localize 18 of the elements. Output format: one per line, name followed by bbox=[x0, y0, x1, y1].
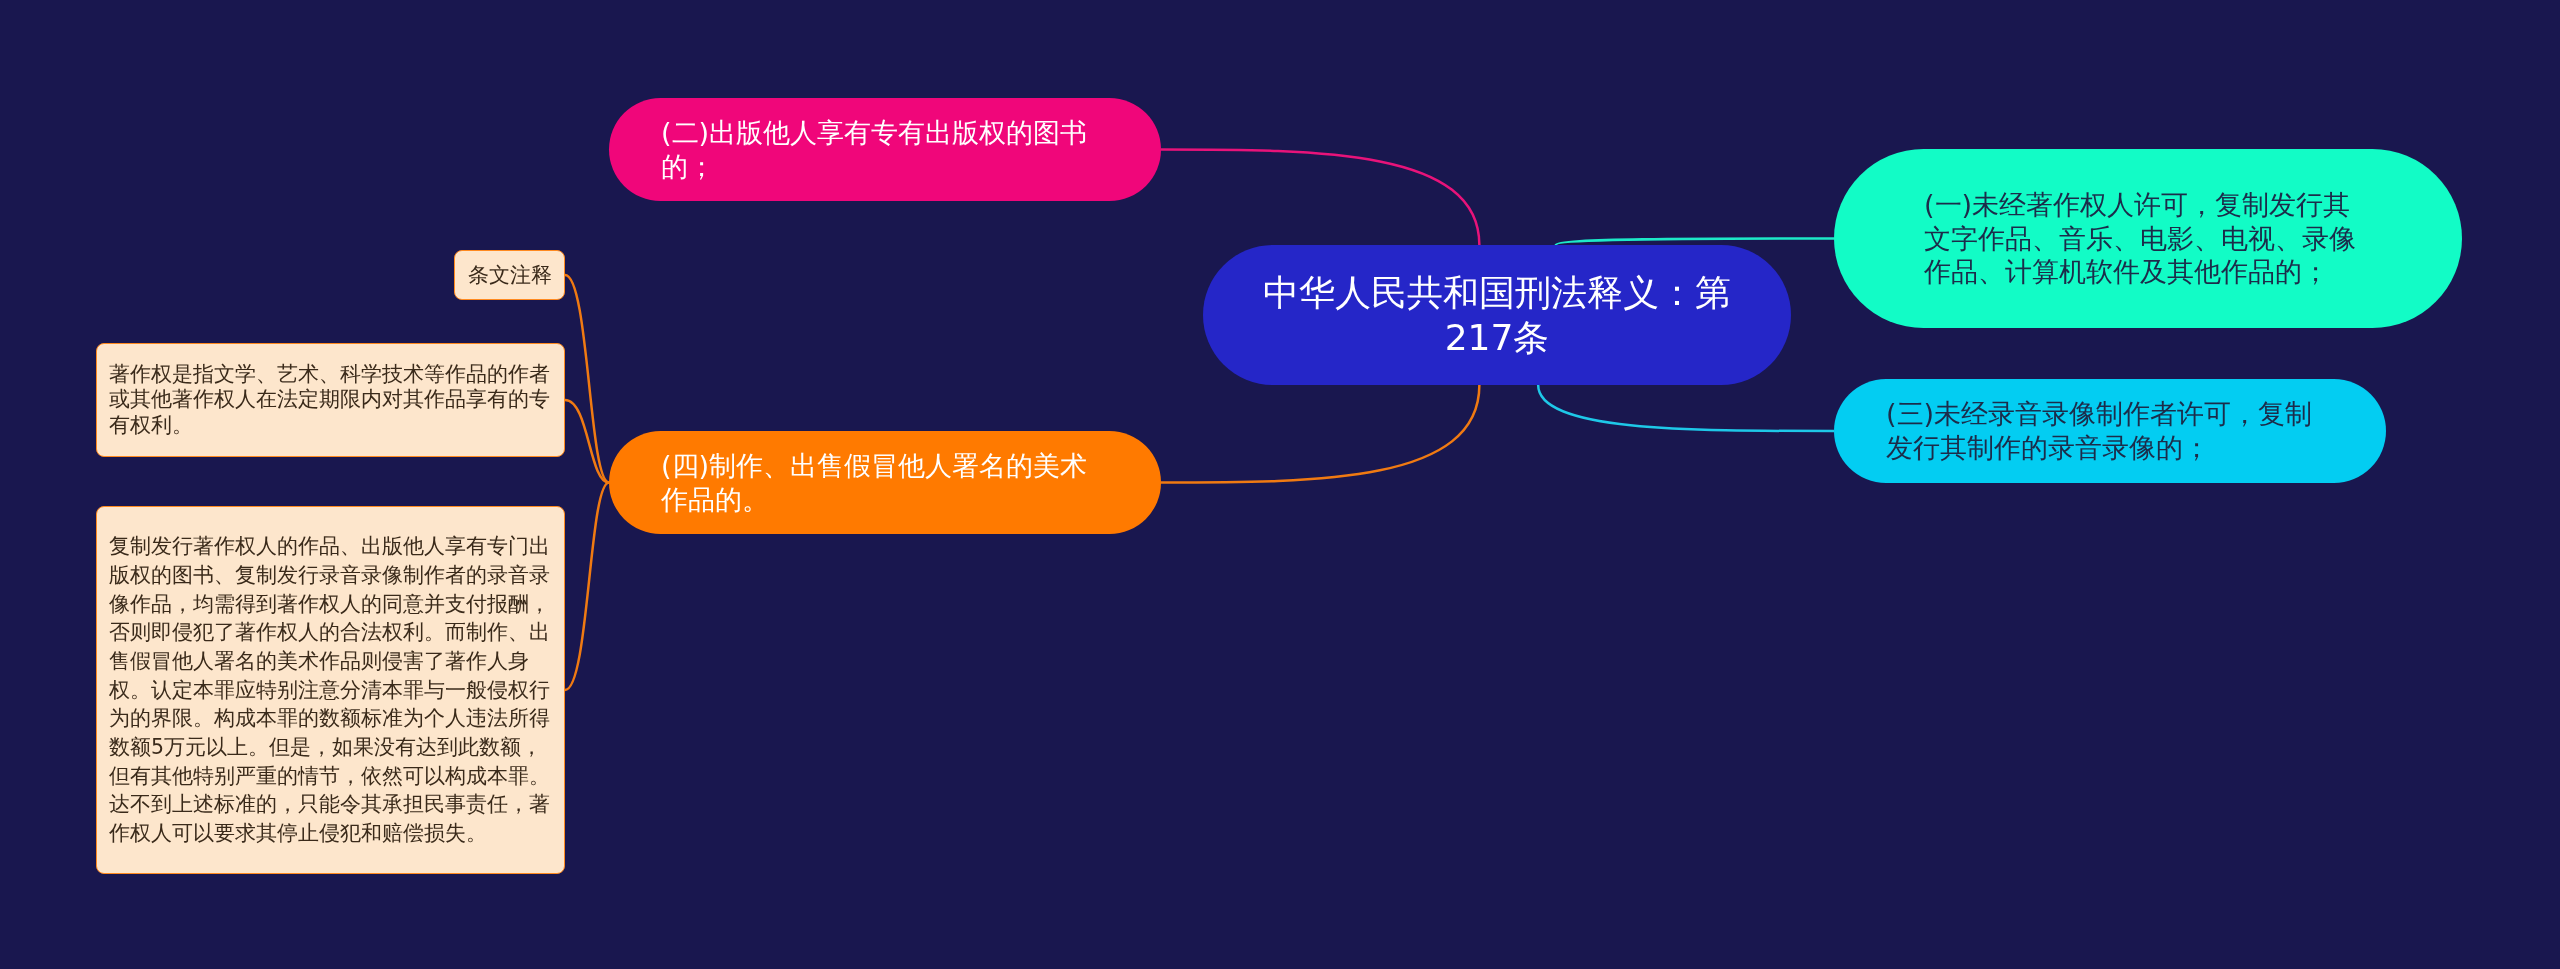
node-text: 复制发行著作权人的作品、出版他人享有专门出版权的图书、复制发行录音录像制作者的录音录像作品，均需得到著作权人的同意并支付报酬，否则即侵犯了著作权人的合法权利。而制作、出售假冒他人署名的美术作品则侵害了著作人身权。认定本罪应特别注意分清本罪与一般侵权行为的界限。构成本罪的数额标准为个人违法所得数额5万元以上。但是，如果没有达到此数额，但有其他特别严重的情节，依然可以构成本罪。达不到上述标准的，只能令其承担民事责任，著作权人可以要求其停止侵犯和赔偿损失。 bbox=[109, 533, 551, 848]
connector-line bbox=[1161, 148, 1481, 246]
note-box bbox=[96, 343, 565, 457]
node-text: 条文注释 bbox=[467, 261, 552, 289]
connector-line bbox=[564, 274, 610, 484]
node-text: 著作权是指文学、艺术、科学技术等作品的作者或其他著作权人在法定期限内对其作品享有的专有权利。 bbox=[109, 361, 551, 439]
connector-line bbox=[564, 481, 610, 691]
connector-line bbox=[1161, 384, 1481, 484]
node-text: (三)未经录音录像制作者许可，复制发行其制作的录音录像的； bbox=[1886, 397, 2314, 465]
node-text: 中华人民共和国刑法释义：第217条 bbox=[1262, 271, 1732, 360]
node-text: (一)未经著作权人许可，复制发行其文字作品、音乐、电影、电视、录像作品、计算机软件及其他作品的； bbox=[1924, 187, 2357, 290]
note-box bbox=[96, 506, 565, 874]
connector-line bbox=[1536, 384, 1834, 433]
node-text: (二)出版他人享有专有出版权的图书的； bbox=[661, 115, 1089, 184]
note-box bbox=[454, 250, 565, 300]
connector-line bbox=[1555, 237, 1834, 247]
node-text: (四)制作、出售假冒他人署名的美术作品的。 bbox=[661, 448, 1089, 517]
connector-line bbox=[564, 398, 610, 484]
